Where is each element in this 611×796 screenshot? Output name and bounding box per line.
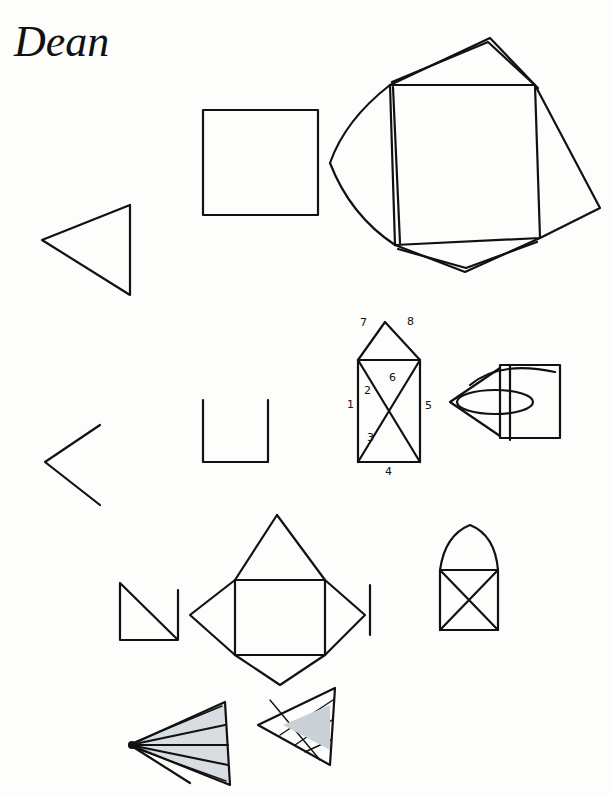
triangle-face	[42, 205, 130, 295]
shaded-fan	[129, 702, 230, 785]
edge-stroke	[369, 585, 371, 635]
pyramid-net-large	[330, 38, 600, 272]
arched-net	[440, 525, 498, 630]
triangle-sketch	[45, 425, 100, 505]
edge-number: 5	[425, 400, 432, 411]
edge-number: 8	[407, 316, 414, 327]
edge-number: 2	[364, 385, 371, 396]
edge-number: 6	[389, 372, 396, 383]
edge-number: 4	[385, 466, 392, 477]
edge-number: 7	[360, 317, 367, 328]
open-square	[203, 400, 268, 462]
hatched-triangle	[258, 688, 335, 765]
edge-number: 3	[367, 432, 374, 443]
folded-net-sketch	[450, 365, 560, 440]
edge-number: 1	[347, 399, 354, 410]
pyramid-net	[190, 515, 365, 685]
square-face	[203, 110, 318, 215]
right-triangle	[120, 583, 178, 640]
numbered-net	[358, 322, 420, 462]
author-name: Dean	[14, 20, 109, 64]
